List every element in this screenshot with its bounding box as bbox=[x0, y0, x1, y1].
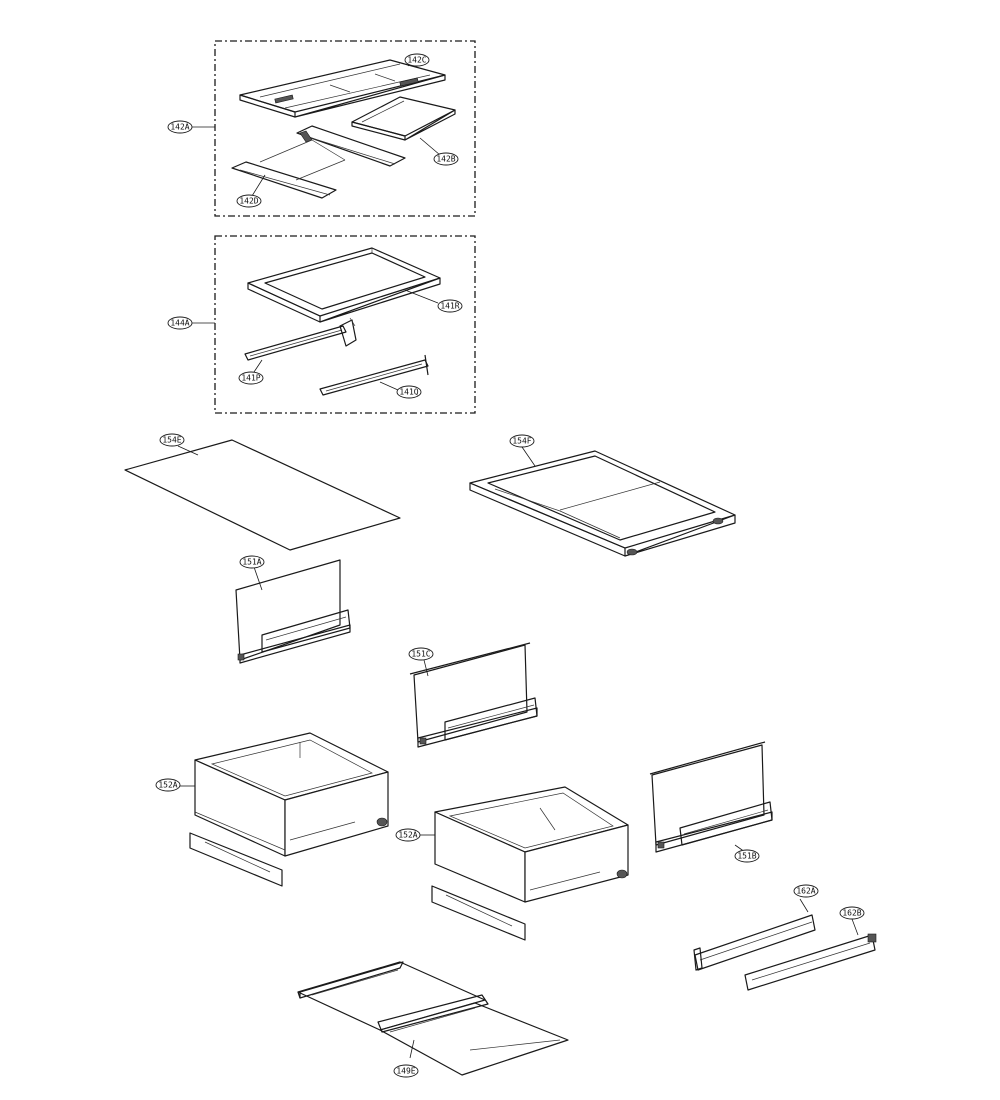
callout-ring-141p bbox=[238, 371, 264, 385]
callout-154f: 154F bbox=[512, 437, 531, 446]
callout-ring-142a bbox=[167, 120, 193, 134]
callout-ring-152a-left bbox=[155, 778, 181, 792]
callout-ring-154f bbox=[509, 434, 535, 448]
callout-141r: 141R bbox=[440, 302, 459, 311]
callout-141q: 141Q bbox=[399, 388, 418, 397]
callout-ring-151a bbox=[239, 555, 265, 569]
shelf-assembly-142a-group: 142C 142A 142B 142D bbox=[167, 40, 476, 217]
crisper-drawer-152a-left: 152A bbox=[155, 732, 389, 887]
crisper-cover-151a: 151A bbox=[235, 555, 351, 664]
crisper-cover-151c: 151C bbox=[408, 642, 538, 748]
split-shelf-154f: 154F bbox=[469, 434, 736, 557]
crisper-drawer-152a-right: 152A bbox=[395, 786, 629, 941]
callout-151b: 151B bbox=[737, 852, 756, 861]
assembly-box-144a bbox=[214, 235, 476, 414]
callout-152a-left: 152A bbox=[158, 781, 177, 790]
callout-ring-141r bbox=[437, 299, 463, 313]
callout-152a-right: 152A bbox=[398, 831, 417, 840]
callout-154e: 154E bbox=[162, 436, 181, 445]
callout-144a: 144A bbox=[170, 319, 189, 328]
callout-ring-151c bbox=[408, 647, 434, 661]
callout-ring-144a bbox=[167, 316, 193, 330]
rail-142d bbox=[231, 125, 406, 199]
assembly-box-142a bbox=[214, 40, 476, 217]
shelf-frame-141r bbox=[247, 247, 441, 323]
slide-tray-149e: 149E bbox=[297, 961, 569, 1078]
callout-ring-154e bbox=[159, 433, 185, 447]
callout-ring-162a bbox=[793, 884, 819, 898]
callout-ring-162b bbox=[839, 906, 865, 920]
callout-ring-152a-right bbox=[395, 828, 421, 842]
crisper-cover-151b: 151B bbox=[649, 741, 773, 863]
callout-149e: 149E bbox=[396, 1067, 415, 1076]
drawer-rail-162b: 162B bbox=[744, 906, 877, 991]
glass-sheet-154e: 154E bbox=[124, 433, 401, 551]
callout-142a: 142A bbox=[170, 123, 189, 132]
callout-142b: 142B bbox=[436, 155, 455, 164]
callout-151a: 151A bbox=[242, 558, 261, 567]
callout-ring-151b bbox=[734, 849, 760, 863]
shelf-frame-142c bbox=[239, 59, 446, 118]
rail-141q bbox=[319, 354, 429, 396]
shelf-assembly-144a-group: 141R 144A 141P 141Q bbox=[167, 235, 476, 414]
callout-141p: 141P bbox=[241, 374, 260, 383]
callout-151c: 151C bbox=[411, 650, 430, 659]
callout-ring-142d bbox=[236, 194, 262, 208]
callout-ring-142b bbox=[433, 152, 459, 166]
callout-142c: 142C bbox=[407, 56, 426, 65]
callout-ring-149e bbox=[393, 1064, 419, 1078]
callout-142d: 142D bbox=[239, 197, 258, 206]
callout-162b: 162B bbox=[842, 909, 861, 918]
drawer-rail-162a: 162A bbox=[693, 884, 819, 971]
glass-panel-142b bbox=[351, 96, 456, 141]
callout-162a: 162A bbox=[796, 887, 815, 896]
rail-141p bbox=[244, 317, 357, 361]
callout-ring-141q bbox=[396, 385, 422, 399]
callout-ring-142c bbox=[404, 53, 430, 67]
